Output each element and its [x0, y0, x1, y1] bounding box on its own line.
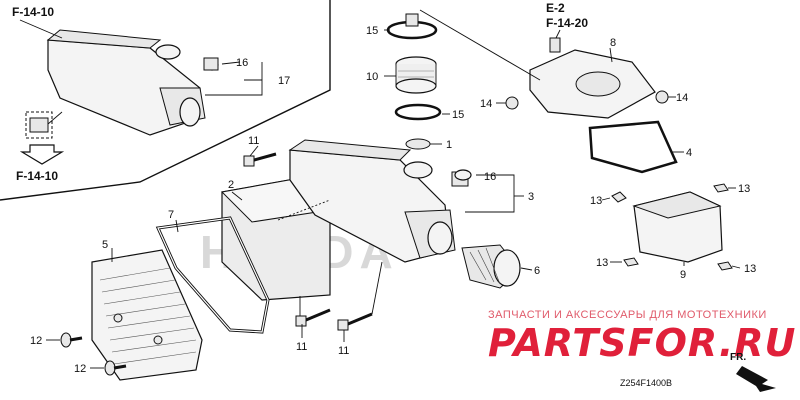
part-11-bolt-c	[337, 312, 373, 331]
callout-6: 6	[534, 265, 540, 277]
part-3-case	[288, 139, 456, 263]
callout-10: 10	[366, 71, 378, 83]
part-13-clip-c	[623, 257, 639, 267]
part-9-lower-case	[632, 191, 723, 263]
watermark-brand: PARTSFOR.RU	[488, 321, 796, 365]
callout-13b: 13	[738, 183, 750, 195]
callout-17: 17	[278, 75, 290, 87]
callout-9: 9	[680, 269, 686, 281]
down-arrow-icon	[19, 144, 65, 165]
diagram-code: Z254F1400B	[620, 378, 672, 388]
ref-e2: E-2	[546, 1, 565, 15]
part-15-clamp-b	[394, 103, 442, 121]
callout-11c: 11	[338, 345, 349, 357]
part-13-clip-d	[717, 261, 733, 271]
leader-lines	[19, 9, 741, 369]
part-11-bolt-b	[295, 308, 331, 327]
part-1-screen	[405, 138, 431, 150]
clamp-a-screw	[405, 13, 419, 27]
ref-f1410-bottom: F-14-10	[16, 169, 58, 183]
callout-8: 8	[610, 37, 616, 49]
part-14-nut-b	[655, 90, 669, 104]
callout-4: 4	[686, 147, 692, 159]
inset-case-assembly	[46, 29, 219, 136]
callout-12b: 12	[74, 363, 86, 375]
callout-14b: 14	[676, 92, 688, 104]
watermark-caption: ЗАПЧАСТИ И АКСЕССУАРЫ ДЛЯ МОТОТЕХНИКИ	[488, 309, 767, 321]
callout-13c: 13	[596, 257, 608, 269]
part-11-bolt-a	[243, 152, 277, 167]
part-6-duct	[461, 244, 521, 289]
part-7-gasket	[155, 216, 270, 334]
ref-f1410-top: F-14-10	[12, 5, 54, 19]
callout-14a: 14	[480, 98, 492, 110]
callout-11a: 11	[248, 135, 259, 147]
part-2-element	[220, 177, 332, 301]
callout-5: 5	[102, 239, 108, 251]
callout-7: 7	[168, 209, 174, 221]
part-13-clip-b	[713, 183, 729, 193]
ref-f1420: F-14-20	[546, 16, 588, 30]
callout-12a: 12	[30, 335, 42, 347]
callout-3: 3	[528, 191, 534, 203]
part-16-tube-b	[451, 169, 472, 187]
part-5-cover	[91, 249, 203, 381]
front-arrow-icon	[736, 366, 776, 392]
callout-16b: 16	[484, 171, 496, 183]
callout-16a: 16	[236, 57, 248, 69]
callout-15b: 15	[452, 109, 464, 121]
part-14-nut-a	[505, 96, 519, 110]
part-8-upper-cover	[529, 37, 656, 119]
callout-15a: 15	[366, 25, 378, 37]
callout-11b: 11	[296, 341, 307, 353]
part-13-clip-a	[611, 191, 627, 203]
sensor-connector	[25, 111, 63, 139]
part-12-screw-a	[60, 332, 83, 348]
callout-2: 2	[228, 179, 234, 191]
part-10-sponge	[395, 56, 437, 94]
part-12-screw-b	[104, 360, 127, 376]
callout-13d: 13	[744, 263, 756, 275]
part-4-gasket	[588, 120, 678, 174]
callout-1: 1	[446, 139, 452, 151]
inset-border	[0, 0, 331, 201]
callout-13a: 13	[590, 195, 602, 207]
front-marker: FR.	[730, 352, 746, 363]
